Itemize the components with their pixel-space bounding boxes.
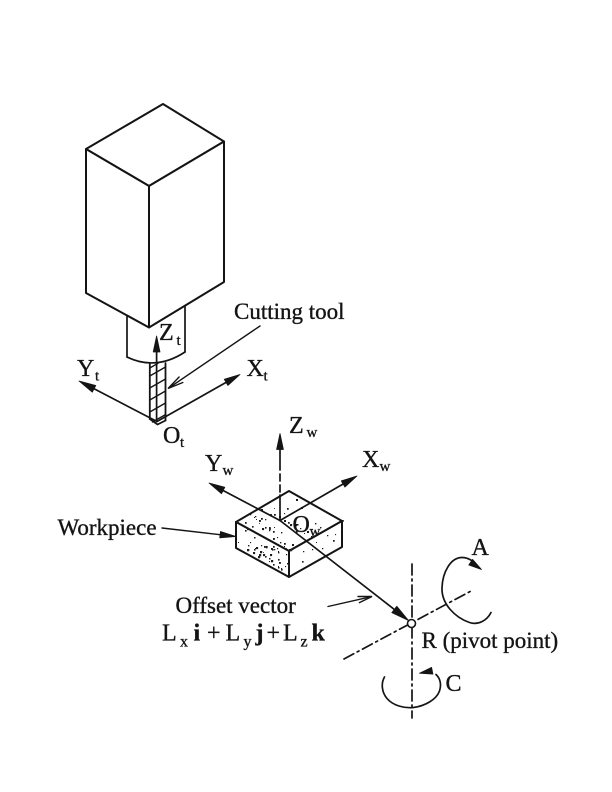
tool-x-axis-line xyxy=(156,381,227,423)
a-arc xyxy=(441,556,492,625)
tool-frame-axes xyxy=(78,335,241,423)
formula-L1: L xyxy=(162,621,177,647)
tool-x-label-base: X xyxy=(247,356,264,382)
c-axis-label: C xyxy=(446,671,462,697)
formula-L2: L xyxy=(226,621,241,647)
offset-vector-label: Offset vector xyxy=(176,593,297,618)
cutting-tool-label: Cutting tool xyxy=(234,299,345,324)
tool-z-label-base: Z xyxy=(159,320,174,346)
work-z-arrowhead xyxy=(276,433,284,450)
work-x-label-base: X xyxy=(362,447,379,473)
work-y-axis-line xyxy=(222,489,281,522)
tool-y-arrowhead xyxy=(78,380,97,393)
workpiece-leader-arrowhead xyxy=(219,531,237,539)
c-arc-arrowhead xyxy=(419,667,434,675)
shaft-hatch-2 xyxy=(149,390,167,401)
work-x-arrowhead xyxy=(340,475,358,488)
work-z-label-base: Z xyxy=(289,413,304,439)
cutting-tool-leader xyxy=(167,325,261,390)
formula-L3: L xyxy=(283,621,298,647)
tool-z-label-sub: t xyxy=(177,333,182,349)
tool-x-label-sub: t xyxy=(264,369,269,385)
workpiece-label: Workpiece xyxy=(58,515,157,540)
offset-line-arrowhead xyxy=(391,605,409,621)
tool-x-arrowhead xyxy=(223,374,241,386)
c-rotation-arc xyxy=(381,667,442,709)
a-rotation-arc xyxy=(441,556,492,625)
a-arc-arrowhead xyxy=(468,559,482,570)
work-frame-axes xyxy=(208,433,358,522)
work-x-label-sub: w xyxy=(380,459,391,475)
formula-j: j xyxy=(255,621,264,647)
cutting-tool-shaft xyxy=(148,362,167,426)
tool-z-arrowhead xyxy=(152,335,161,353)
formula-plus-2: + xyxy=(267,621,281,647)
pivot-point-marker xyxy=(406,618,417,629)
work-y-arrowhead xyxy=(208,482,226,495)
cutting-tool-leader-arrowhead xyxy=(167,376,184,390)
formula-sub-y: y xyxy=(244,634,252,651)
offset-vector-line xyxy=(279,519,409,621)
spindle-right-face xyxy=(148,140,225,329)
offset-label-arrow-line xyxy=(327,596,370,608)
c-arc xyxy=(381,673,442,709)
shaft-hatch-3 xyxy=(149,402,167,413)
workpiece-block xyxy=(235,490,344,578)
shaft-tip xyxy=(148,418,167,426)
workpiece-leader xyxy=(161,527,237,539)
work-origin-label-base: O xyxy=(293,512,310,538)
shaft-hatch-0 xyxy=(149,366,167,377)
offset-label-arrowhead xyxy=(357,595,373,604)
tool-origin-label-sub: t xyxy=(180,435,185,451)
tool-y-label-base: Y xyxy=(77,356,94,382)
cutting-tool-leader-line xyxy=(168,325,261,389)
tool-y-axis-line xyxy=(93,387,158,423)
offset-line xyxy=(279,519,396,611)
formula-sub-z: z xyxy=(301,634,308,651)
formula-sub-x: x xyxy=(180,634,188,651)
a-axis-label: A xyxy=(472,535,490,561)
formula-k: k xyxy=(312,621,326,647)
work-origin-label-sub: w xyxy=(310,524,321,540)
work-y-label-sub: w xyxy=(223,463,234,479)
formula-plus-1: + xyxy=(207,621,221,647)
diagram-labels: Cutting tool Workpiece Offset vector R (… xyxy=(57,299,559,697)
tool-y-label-sub: t xyxy=(95,369,100,385)
formula-i: i xyxy=(194,621,201,647)
pivot-point-label: R (pivot point) xyxy=(422,628,559,653)
shaft-hatch-1 xyxy=(149,378,167,389)
offset-label-arrow xyxy=(327,595,373,608)
workpiece-leader-line xyxy=(161,527,221,536)
work-x-axis-line xyxy=(279,483,344,522)
tool-origin-label-base: O xyxy=(163,423,180,449)
spindle-housing xyxy=(85,103,225,329)
work-z-label-sub: w xyxy=(307,425,318,441)
work-y-label-base: Y xyxy=(205,451,222,477)
